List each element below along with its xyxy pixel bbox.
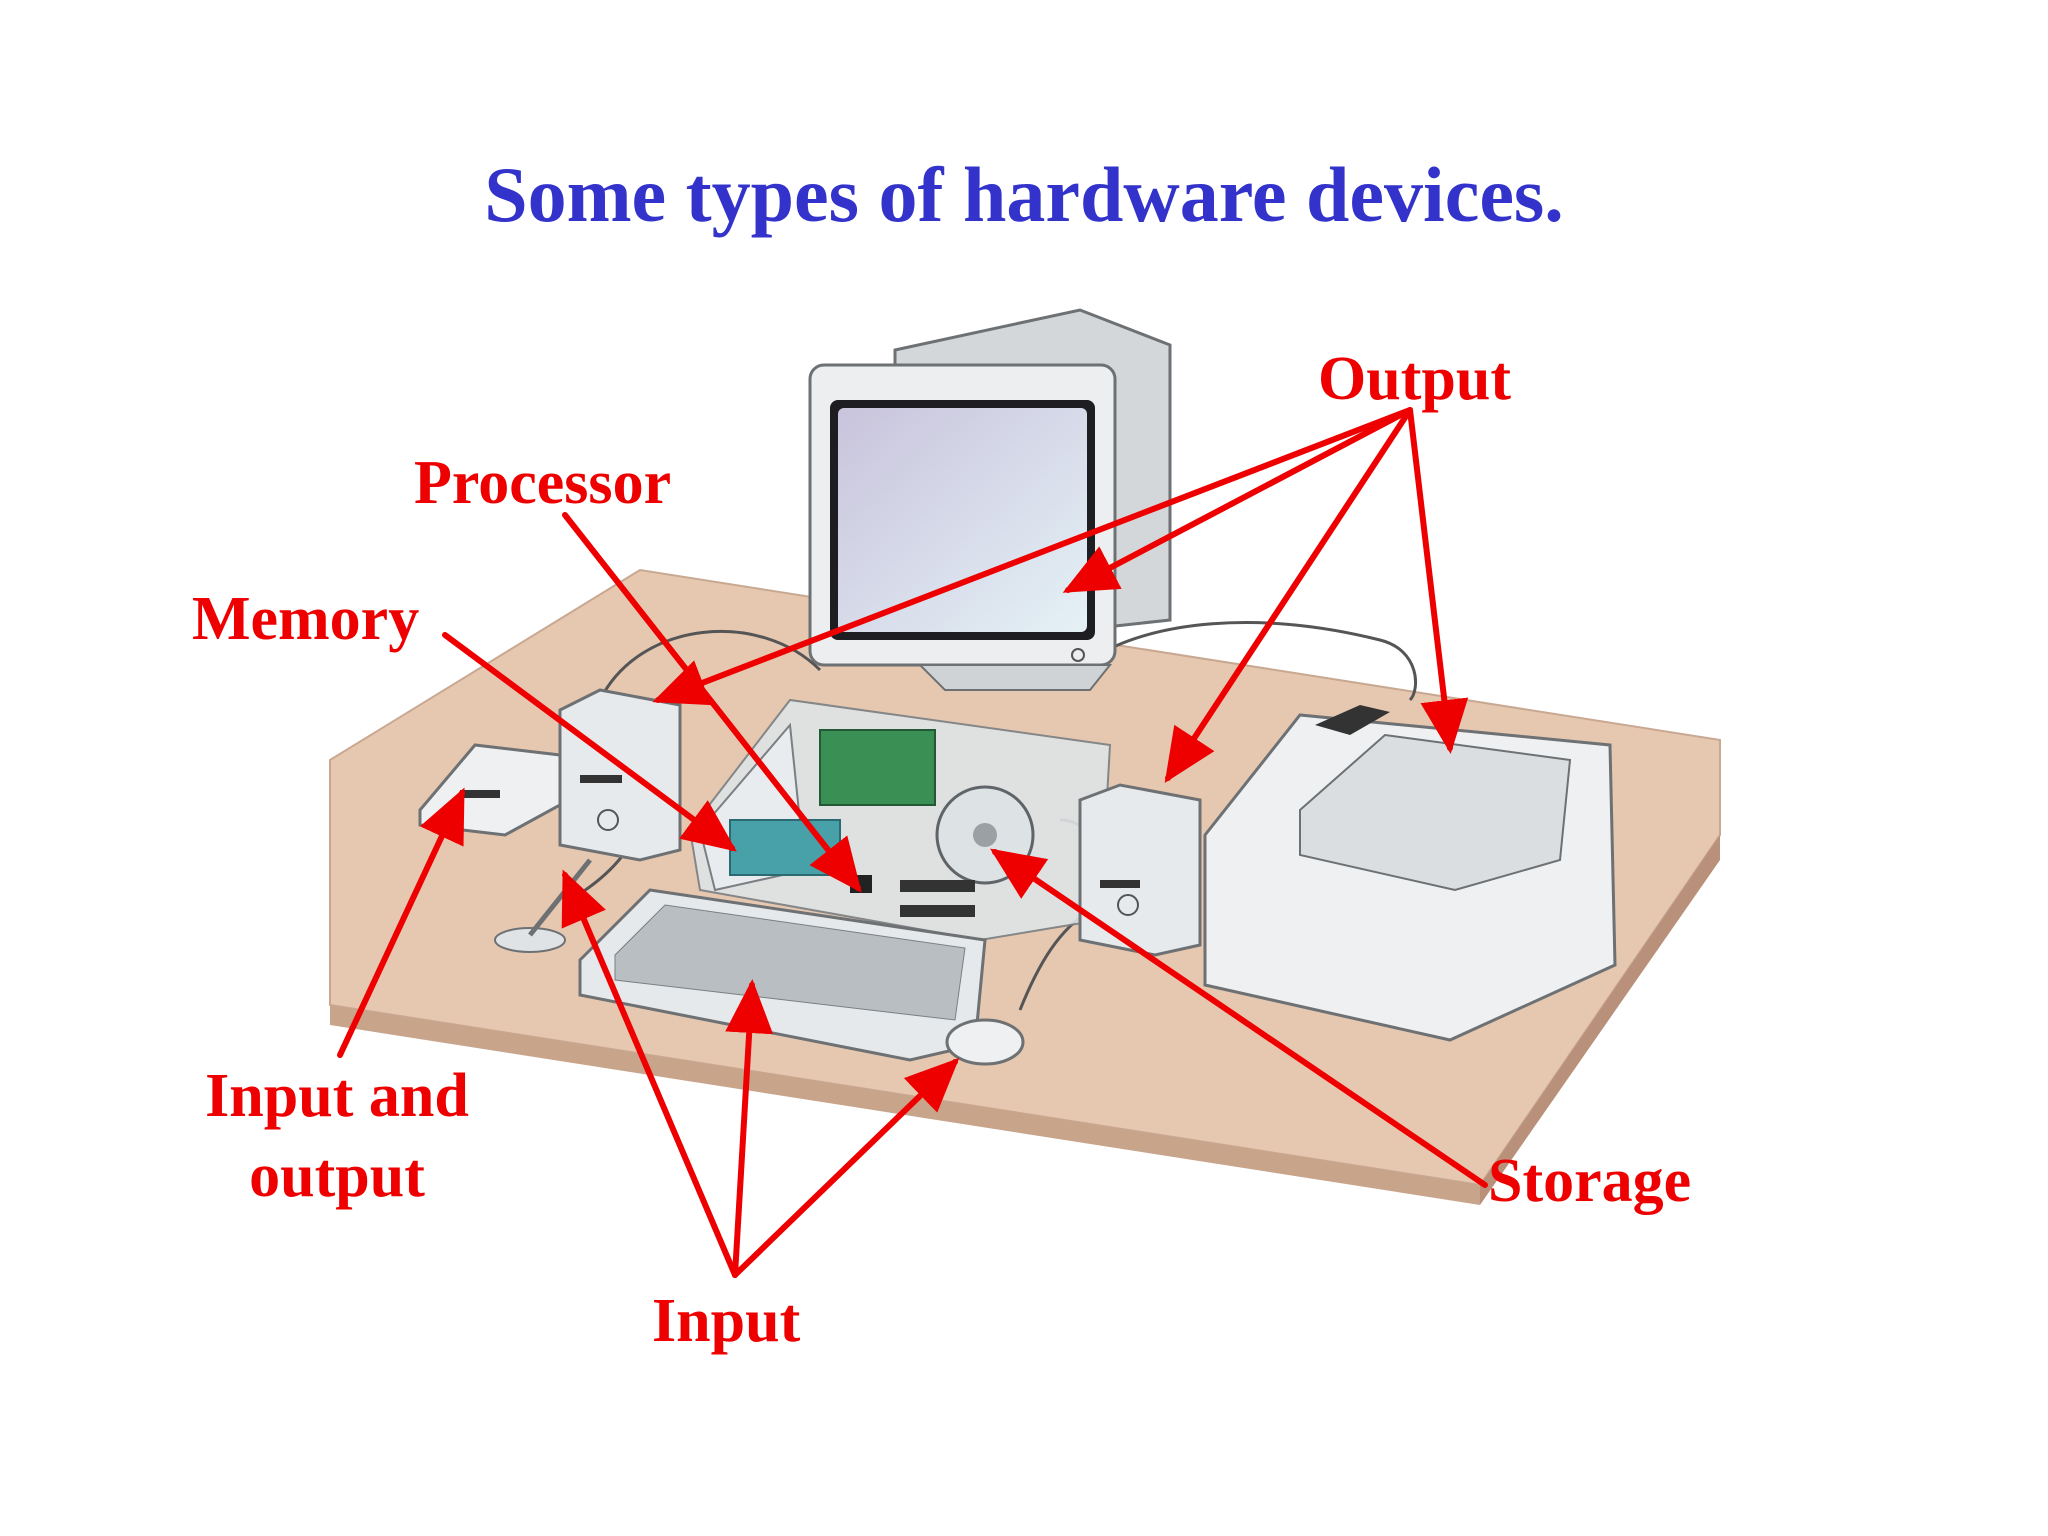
keyboard xyxy=(578,888,987,1062)
label-input-and-output-line2: output xyxy=(249,1142,425,1210)
arrow-input-microphone xyxy=(561,869,738,1278)
arrow-input-and-output xyxy=(337,787,465,1058)
arrow-output-speaker-right xyxy=(1164,407,1413,784)
label-input-and-output: Input and output xyxy=(192,1065,482,1207)
mouse xyxy=(945,1018,1025,1066)
speaker-right xyxy=(1078,783,1202,957)
monitor xyxy=(808,308,1172,691)
label-processor: Processor xyxy=(414,449,672,517)
label-storage: Storage xyxy=(1488,1147,1692,1215)
arrow-processor xyxy=(562,512,862,893)
label-output: Output xyxy=(1318,345,1511,413)
arrow-input-keyboard xyxy=(725,979,774,1278)
cable-monitor xyxy=(1089,621,1417,702)
label-memory: Memory xyxy=(192,585,420,653)
arrow-memory xyxy=(442,632,737,852)
arrow-output-printer xyxy=(1407,407,1469,754)
page-title: Some types of hardware devices. xyxy=(484,151,1564,238)
speaker-left xyxy=(558,688,682,862)
label-input-and-output-line1: Input and xyxy=(205,1062,469,1130)
arrow-output-speaker-left xyxy=(652,407,1413,706)
label-input: Input xyxy=(652,1287,801,1355)
arrow-storage xyxy=(990,848,1488,1188)
arrow-output-monitor xyxy=(1062,407,1413,593)
arrows xyxy=(337,407,1488,1278)
printer xyxy=(1203,705,1617,1042)
arrow-input-mouse xyxy=(732,1057,960,1278)
